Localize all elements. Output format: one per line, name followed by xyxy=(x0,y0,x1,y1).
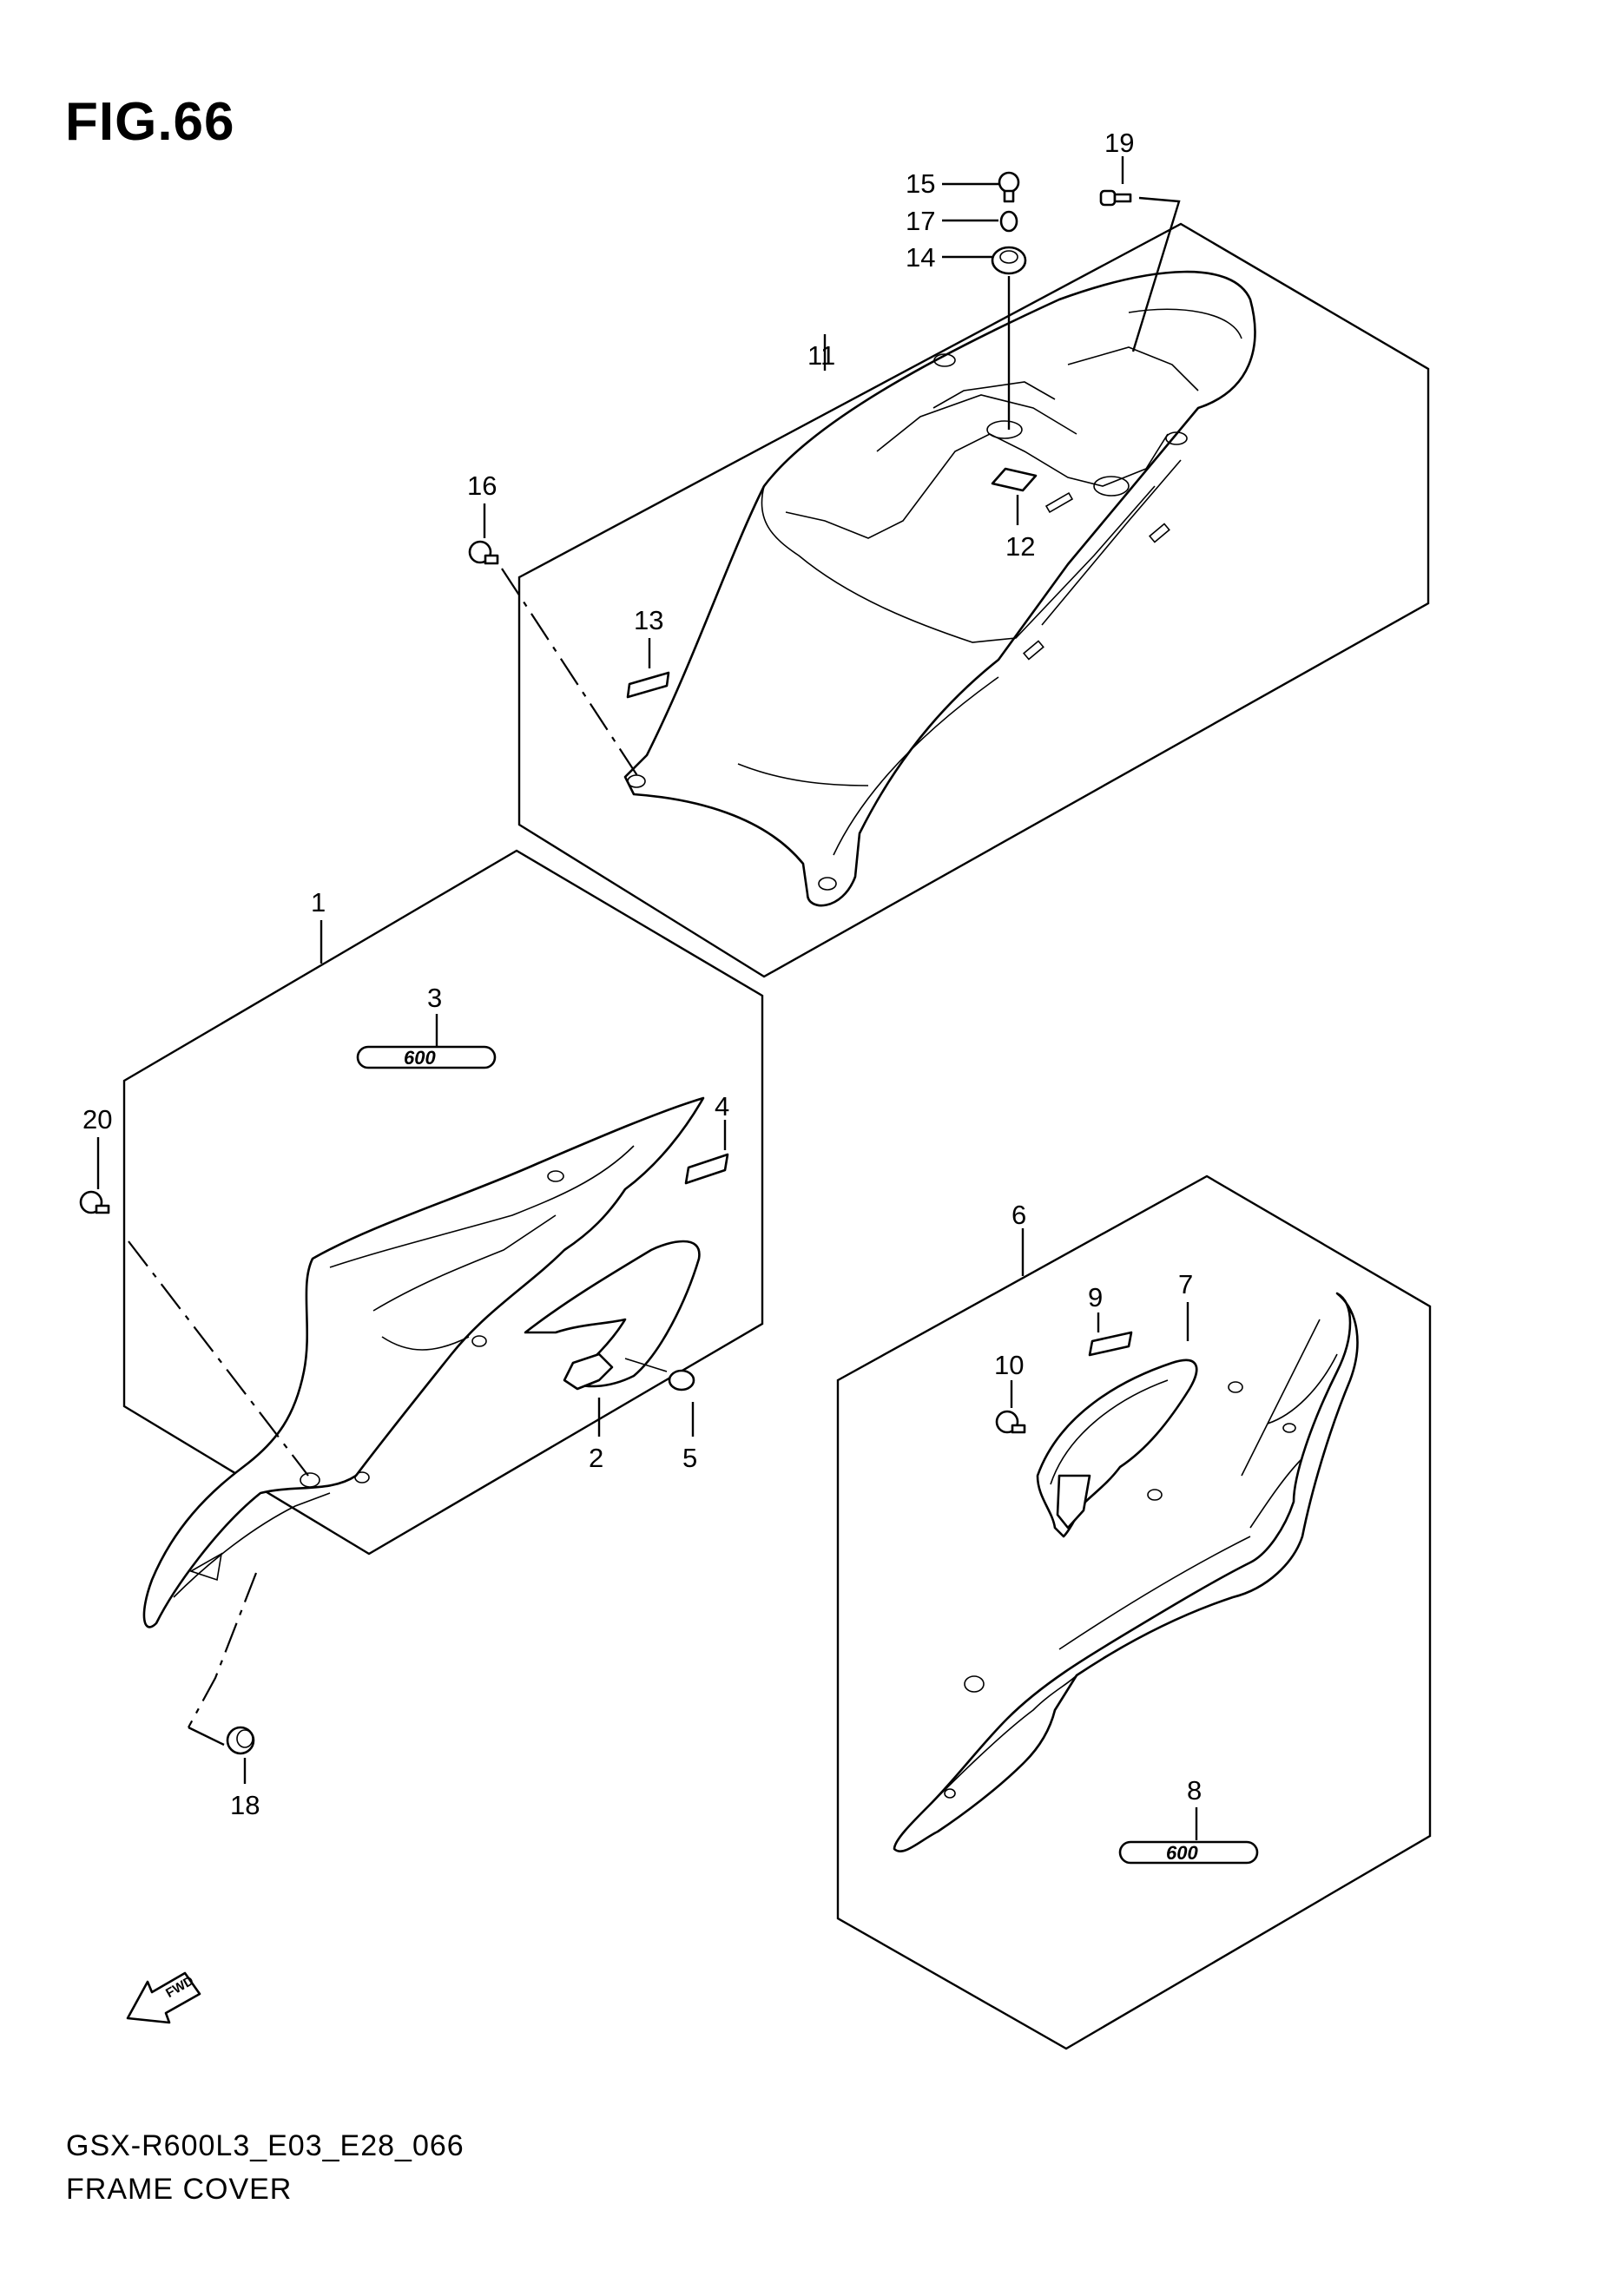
part-7-bracket[interactable]: 7 xyxy=(1036,1269,1198,1538)
diagram-code: GSX-R600L3_E03_E28_066 xyxy=(66,2129,465,2162)
part-18-grommet[interactable]: 18 xyxy=(188,1572,260,1820)
callout-15: 15 xyxy=(906,168,935,199)
callout-17: 17 xyxy=(906,206,935,236)
figure-title: FIG.66 xyxy=(65,92,235,152)
part-6-frame-cover-right[interactable] xyxy=(893,1292,1359,1852)
callout-1: 1 xyxy=(311,887,326,918)
part-19-bolt[interactable]: 19 xyxy=(1099,128,1181,352)
callout-8: 8 xyxy=(1187,1775,1202,1806)
part-1-frame-cover-left[interactable] xyxy=(142,1096,705,1628)
tail-cover-body xyxy=(623,270,1256,907)
callout-10: 10 xyxy=(994,1350,1024,1380)
part-6-callout: 6 xyxy=(1011,1200,1026,1276)
callout-6: 6 xyxy=(1011,1200,1026,1230)
callout-13: 13 xyxy=(634,605,663,635)
callout-12: 12 xyxy=(1005,531,1035,562)
part-8-emblem[interactable]: 600 8 xyxy=(1118,1775,1259,1865)
part-9-label[interactable]: 9 xyxy=(1088,1282,1133,1357)
callout-14: 14 xyxy=(906,242,935,273)
callout-20: 20 xyxy=(82,1104,112,1135)
frame-cover-left-body xyxy=(142,1096,705,1628)
callout-4: 4 xyxy=(715,1091,729,1122)
callout-3: 3 xyxy=(427,983,442,1013)
frame-cover-right-body xyxy=(893,1292,1359,1852)
part-16-bolt[interactable]: 16 xyxy=(467,470,639,778)
diagram-name: FRAME COVER xyxy=(66,2173,293,2206)
part-1-callout: 1 xyxy=(311,887,326,964)
part-2-bracket[interactable]: 2 xyxy=(524,1240,701,1473)
part-17-collar[interactable]: 17 xyxy=(906,206,1018,236)
part-13-label[interactable]: 13 xyxy=(626,605,670,699)
part-5-screw[interactable]: 5 xyxy=(624,1358,697,1473)
part-12-label[interactable]: 12 xyxy=(991,467,1038,562)
part-20-bolt[interactable]: 20 xyxy=(79,1104,309,1477)
emblem-600-right: 600 xyxy=(1166,1842,1198,1864)
callout-7: 7 xyxy=(1178,1269,1193,1299)
part-14-grommet[interactable]: 14 xyxy=(906,242,1027,430)
group-box-frame-cover-left xyxy=(122,849,764,1556)
group-box-tail-cover xyxy=(517,222,1430,978)
part-4-label[interactable]: 4 xyxy=(684,1091,729,1185)
fwd-direction-arrow: FWD xyxy=(126,1971,201,2024)
part-3-emblem[interactable]: 600 3 xyxy=(356,983,497,1069)
part-11-tail-cover[interactable] xyxy=(623,270,1256,907)
callout-19: 19 xyxy=(1104,128,1134,158)
callout-9: 9 xyxy=(1088,1282,1103,1312)
emblem-600-left: 600 xyxy=(404,1047,436,1069)
callout-16: 16 xyxy=(467,470,497,501)
group-box-frame-cover-right xyxy=(836,1174,1432,2050)
part-11-callout: 11 xyxy=(807,334,835,371)
callout-18: 18 xyxy=(230,1790,260,1820)
callout-5: 5 xyxy=(682,1443,697,1473)
callout-2: 2 xyxy=(589,1443,603,1473)
part-10-bolt[interactable]: 10 xyxy=(994,1350,1026,1434)
callout-11: 11 xyxy=(807,340,835,371)
part-15-screw[interactable]: 15 xyxy=(906,168,1020,203)
